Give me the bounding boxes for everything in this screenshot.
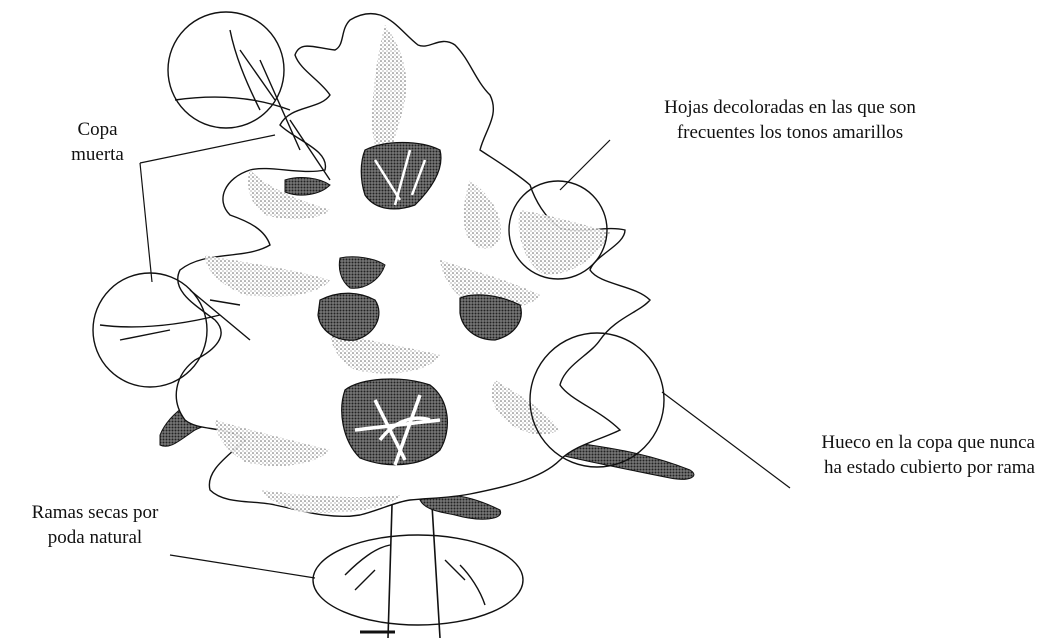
label-hojas-decoloradas: Hojas decoloradas en las que son frecuen… bbox=[600, 95, 980, 145]
label-hueco: Hueco en la copa que nunca ha estado cub… bbox=[745, 430, 1035, 480]
label-copa-muerta: Copa muerta bbox=[55, 117, 140, 167]
circle-copa-muerta-lower bbox=[93, 273, 207, 387]
circle-copa-muerta-upper bbox=[168, 12, 284, 128]
label-ramas-secas-line1: Ramas secas por bbox=[5, 500, 185, 525]
label-hojas-decoloradas-line2: frecuentes los tonos amarillos bbox=[600, 120, 980, 145]
label-hueco-line1: Hueco en la copa que nunca bbox=[745, 430, 1035, 455]
label-copa-muerta-line1: Copa bbox=[55, 117, 140, 142]
trunk bbox=[360, 505, 440, 638]
label-copa-muerta-line2: muerta bbox=[55, 142, 140, 167]
label-ramas-secas: Ramas secas por poda natural bbox=[5, 500, 185, 550]
ellipse-ramas-secas bbox=[313, 535, 523, 625]
label-hueco-line2: ha estado cubierto por rama bbox=[745, 455, 1035, 480]
label-hojas-decoloradas-line1: Hojas decoloradas en las que son bbox=[600, 95, 980, 120]
label-ramas-secas-line2: poda natural bbox=[5, 525, 185, 550]
